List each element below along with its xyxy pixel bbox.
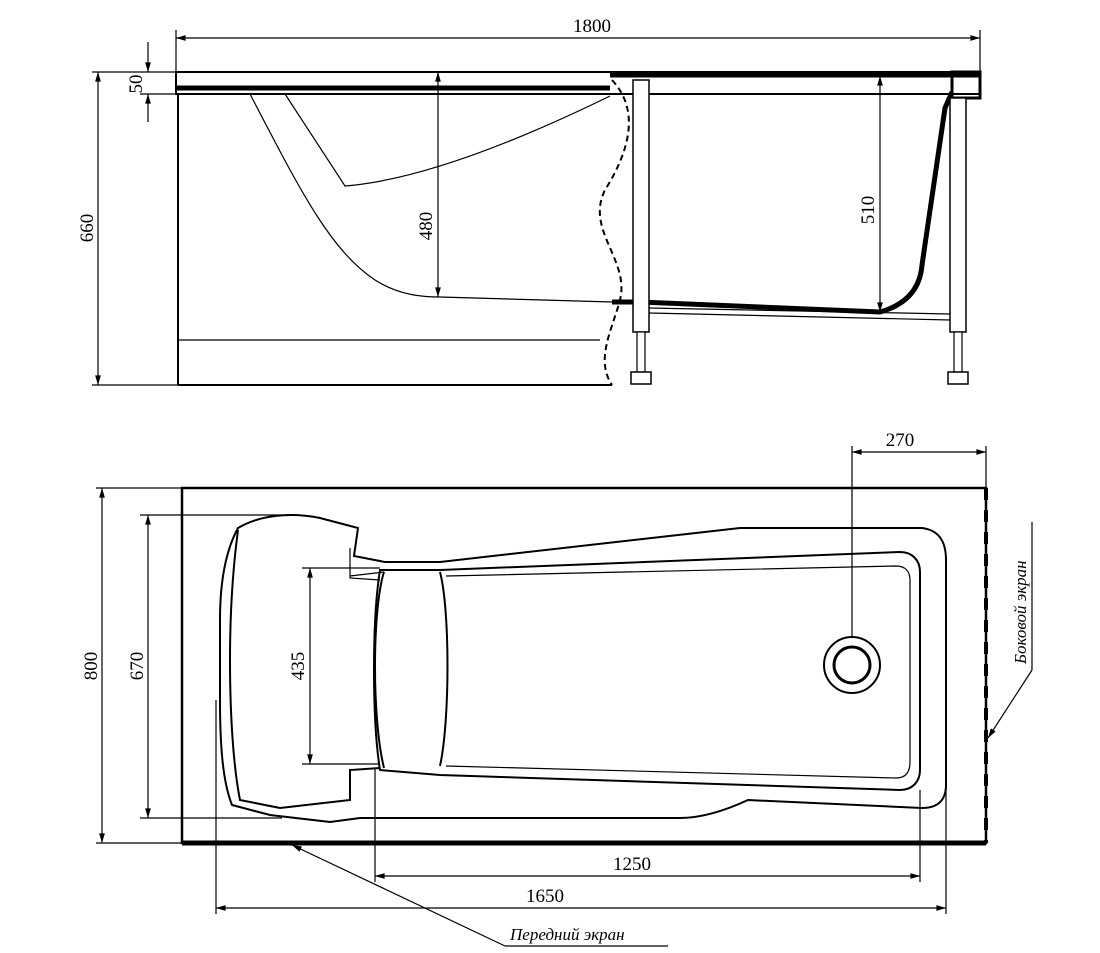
label-side-panel: Боковой экран — [1011, 560, 1030, 665]
backrest-contour-1 — [374, 571, 385, 769]
dim-overall-height: 660 — [77, 214, 98, 243]
dim-inner-width: 670 — [127, 652, 148, 681]
support-leg-left — [630, 79, 652, 385]
dim-bottom-width: 435 — [288, 652, 309, 681]
dim-overall-width: 800 — [81, 652, 102, 681]
dim-overall-length: 1800 — [573, 16, 611, 37]
top-view: 270 800 670 435 1250 1650 Передний экран — [81, 430, 1033, 947]
dim-bottom-length: 1250 — [613, 854, 651, 875]
support-leg-right — [947, 97, 969, 385]
headrest-outline — [228, 529, 381, 810]
tub-inner-profile-foot — [612, 90, 955, 315]
dim-depth-head: 480 — [416, 212, 437, 241]
dim-drain-offset: 270 — [886, 430, 915, 451]
dim-inner-length: 1650 — [526, 886, 564, 907]
dim-rim-thickness: 50 — [126, 75, 147, 94]
drain-inner — [832, 645, 872, 685]
leader-side-panel — [987, 669, 1033, 739]
dim-depth-foot: 510 — [858, 196, 879, 225]
leg-crossbar — [648, 312, 951, 321]
label-front-panel: Передний экран — [509, 925, 625, 944]
leader-front-panel — [291, 844, 506, 947]
tub-inner-profile-head — [249, 93, 613, 303]
backrest-contour-2 — [439, 571, 449, 767]
headrest-profile — [284, 93, 611, 187]
break-line — [598, 79, 630, 386]
tub-bowl-outline — [219, 514, 947, 824]
side-view: 1800 660 50 480 510 — [77, 16, 982, 386]
